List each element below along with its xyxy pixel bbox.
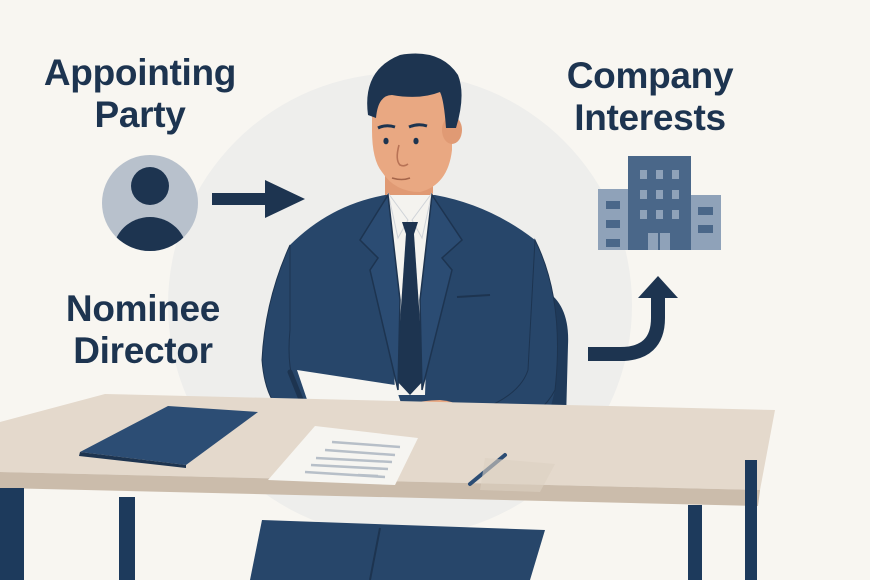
nominee-director-label: Nominee Director [48, 288, 238, 372]
company-interests-label: Company Interests [550, 55, 750, 139]
appointing-party-label-line1: Appointing [43, 52, 237, 93]
company-interests-label-line2: Interests [574, 97, 726, 139]
document [268, 426, 418, 485]
appointing-party-label-line2: Party [94, 94, 186, 136]
arrow-right-icon [212, 180, 305, 218]
person-avatar-icon [102, 155, 198, 251]
folder [80, 406, 258, 465]
curved-arrow-up-icon [588, 276, 678, 361]
company-interests-label-line1: Company [566, 55, 734, 96]
office-building-icon [598, 156, 721, 250]
appointing-party-label: Appointing Party [40, 52, 240, 136]
nominee-director-label-line2: Director [73, 330, 213, 372]
legs [250, 520, 545, 580]
nominee-director-label-line1: Nominee [65, 288, 221, 329]
